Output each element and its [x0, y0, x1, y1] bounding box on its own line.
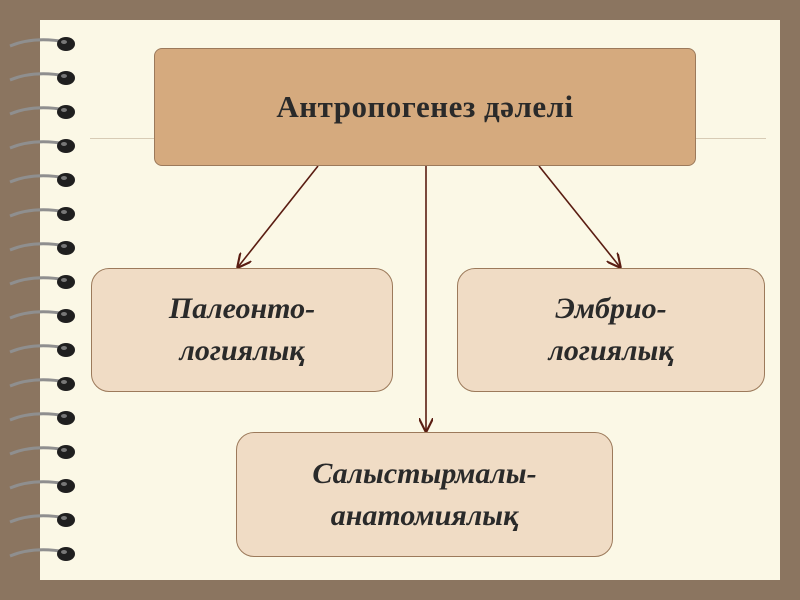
node-comp-line2: анатомиялық [312, 495, 536, 537]
arrow-to-paleo [238, 166, 318, 267]
title-node: Антропогенез дәлелі [154, 48, 696, 166]
arrow-to-embryo [539, 166, 620, 267]
node-paleo-line1: Палеонто- [169, 288, 315, 330]
node-paleo-line2: логиялық [169, 330, 315, 372]
node-paleontological: Палеонто- логиялық [91, 268, 393, 392]
node-embryo-line2: логиялық [548, 330, 673, 372]
title-text: Антропогенез дәлелі [276, 89, 573, 125]
node-embryo-line1: Эмбрио- [548, 288, 673, 330]
node-comparative-anatomical: Салыстырмалы- анатомиялық [236, 432, 613, 557]
node-comp-line1: Салыстырмалы- [312, 453, 536, 495]
node-embryological: Эмбрио- логиялық [457, 268, 765, 392]
